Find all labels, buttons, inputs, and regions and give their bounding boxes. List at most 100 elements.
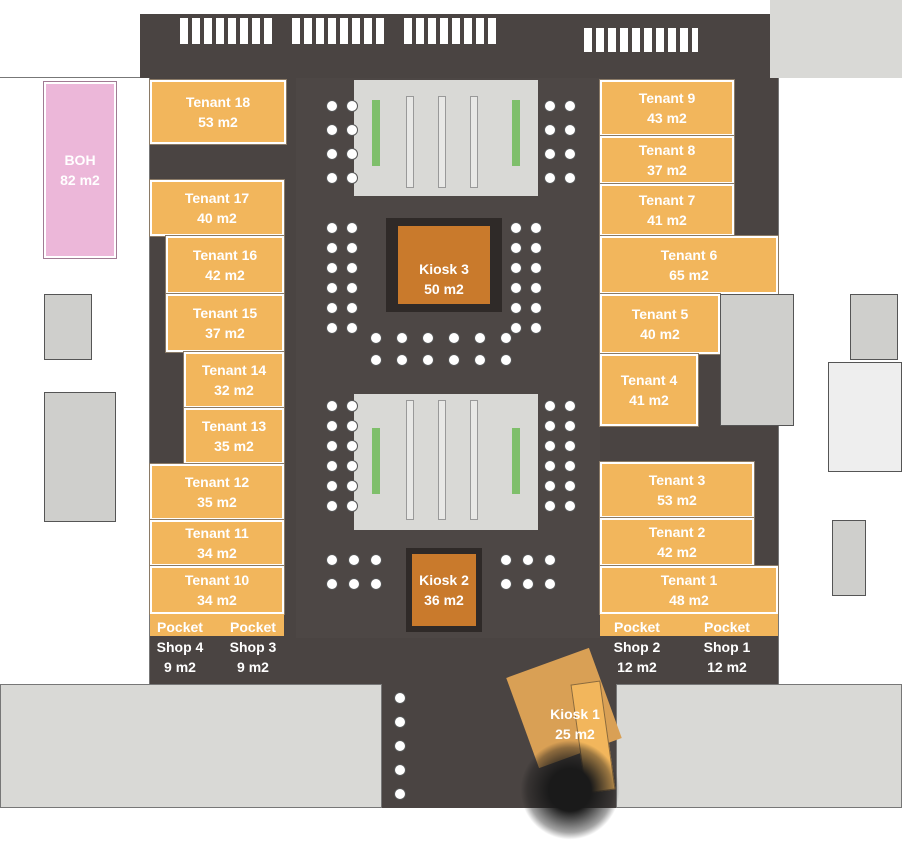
seat-icon (326, 242, 338, 254)
unit-tenant-13[interactable]: Tenant 13 35 m2 (183, 407, 285, 465)
unit-area: 65 m2 (669, 267, 709, 283)
seat-icon (500, 354, 512, 366)
seat-icon (394, 692, 406, 704)
pocket-line1: Pocket (704, 619, 750, 635)
seat-icon (370, 354, 382, 366)
seat-icon (394, 716, 406, 728)
seat-icon (530, 262, 542, 274)
seat-icon (544, 440, 556, 452)
seat-icon (346, 100, 358, 112)
unit-name: Tenant 10 (184, 572, 250, 588)
seat-icon (530, 242, 542, 254)
seat-icon (500, 554, 512, 566)
unit-tenant-14[interactable]: Tenant 14 32 m2 (183, 351, 285, 409)
seat-icon (474, 332, 486, 344)
kiosk-3[interactable]: Kiosk 3 50 m2 (398, 226, 490, 304)
seat-icon (326, 100, 338, 112)
seat-icon (326, 460, 338, 472)
pocket-line1: Pocket (614, 619, 660, 635)
unit-name: BOH (64, 152, 96, 168)
seat-icon (544, 480, 556, 492)
seat-icon (346, 322, 358, 334)
unit-tenant-8[interactable]: Tenant 8 37 m2 (599, 135, 735, 185)
table-strip (470, 400, 478, 520)
unit-area: 34 m2 (197, 592, 237, 608)
seat-icon (396, 354, 408, 366)
unit-tenant-15[interactable]: Tenant 15 37 m2 (165, 293, 285, 353)
pocket-shop-4[interactable]: Pocket Shop 4 9 m2 (150, 617, 210, 677)
planter (512, 100, 520, 166)
pocket-shop-2[interactable]: Pocket Shop 2 12 m2 (604, 617, 670, 677)
seat-icon (474, 354, 486, 366)
unit-tenant-12[interactable]: Tenant 12 35 m2 (149, 463, 285, 521)
seat-icon (564, 100, 576, 112)
unit-area: 40 m2 (640, 326, 680, 342)
unit-area: 53 m2 (198, 114, 238, 130)
seat-icon (564, 124, 576, 136)
kiosk-area: 25 m2 (555, 726, 595, 742)
seat-icon (564, 400, 576, 412)
seat-icon (544, 124, 556, 136)
unit-area: 41 m2 (629, 392, 669, 408)
seat-icon (326, 440, 338, 452)
kiosk-2[interactable]: Kiosk 2 36 m2 (412, 554, 476, 626)
pocket-area: 9 m2 (237, 659, 269, 675)
unit-name: Tenant 11 (185, 525, 249, 541)
unit-tenant-1[interactable]: Tenant 1 48 m2 (599, 565, 779, 615)
unit-tenant-5[interactable]: Tenant 5 40 m2 (599, 293, 721, 355)
seat-icon (326, 148, 338, 160)
seat-icon (510, 282, 522, 294)
unit-tenant-2[interactable]: Tenant 2 42 m2 (599, 517, 755, 567)
seating-area-mid (354, 394, 538, 530)
unit-tenant-4[interactable]: Tenant 4 41 m2 (599, 353, 699, 427)
table-strip (438, 96, 446, 188)
planter (372, 100, 380, 166)
kiosk-1[interactable]: Kiosk 1 25 m2 (540, 704, 610, 744)
seat-icon (326, 554, 338, 566)
seat-icon (500, 578, 512, 590)
unit-tenant-6[interactable]: Tenant 6 65 m2 (599, 235, 779, 295)
unit-tenant-3[interactable]: Tenant 3 53 m2 (599, 461, 755, 519)
unit-area: 40 m2 (197, 210, 237, 226)
right-lift-core (850, 294, 898, 360)
seat-icon (500, 332, 512, 344)
seat-icon (370, 578, 382, 590)
unit-area: 42 m2 (205, 267, 245, 283)
unit-tenant-10[interactable]: Tenant 10 34 m2 (149, 565, 285, 615)
unit-tenant-11[interactable]: Tenant 11 34 m2 (149, 519, 285, 567)
seat-icon (522, 578, 534, 590)
unit-name: Tenant 3 (648, 472, 706, 488)
unit-tenant-16[interactable]: Tenant 16 42 m2 (165, 235, 285, 295)
seat-icon (370, 332, 382, 344)
unit-area: 48 m2 (669, 592, 709, 608)
unit-tenant-17[interactable]: Tenant 17 40 m2 (149, 179, 285, 237)
pocket-shop-1[interactable]: Pocket Shop 1 12 m2 (692, 617, 762, 677)
unit-area: 37 m2 (647, 162, 687, 178)
seat-icon (346, 148, 358, 160)
unit-name: Tenant 5 (631, 306, 689, 322)
seat-icon (510, 262, 522, 274)
roof-window-row-3 (404, 18, 496, 44)
pocket-area: 12 m2 (617, 659, 657, 675)
seat-icon (326, 222, 338, 234)
roof-window-row-2 (292, 18, 384, 44)
unit-name: Tenant 13 (201, 418, 267, 434)
unit-boh[interactable]: BOH 82 m2 (43, 81, 117, 259)
unit-tenant-18[interactable]: Tenant 18 53 m2 (149, 79, 287, 145)
seat-icon (544, 578, 556, 590)
seat-icon (370, 554, 382, 566)
seat-icon (348, 554, 360, 566)
seat-icon (544, 460, 556, 472)
unit-tenant-9[interactable]: Tenant 9 43 m2 (599, 79, 735, 137)
pocket-band-left (150, 614, 284, 636)
planter (512, 428, 520, 494)
seat-icon (326, 322, 338, 334)
unit-tenant-7[interactable]: Tenant 7 41 m2 (599, 183, 735, 237)
bottom-left-track (0, 684, 382, 808)
tree-icon (520, 740, 620, 840)
unit-area: 32 m2 (214, 382, 254, 398)
bottom-right-track (616, 684, 902, 808)
pocket-shop-3[interactable]: Pocket Shop 3 9 m2 (222, 617, 284, 677)
kiosk-name: Kiosk 3 (419, 261, 469, 277)
left-stair-core (44, 392, 116, 522)
